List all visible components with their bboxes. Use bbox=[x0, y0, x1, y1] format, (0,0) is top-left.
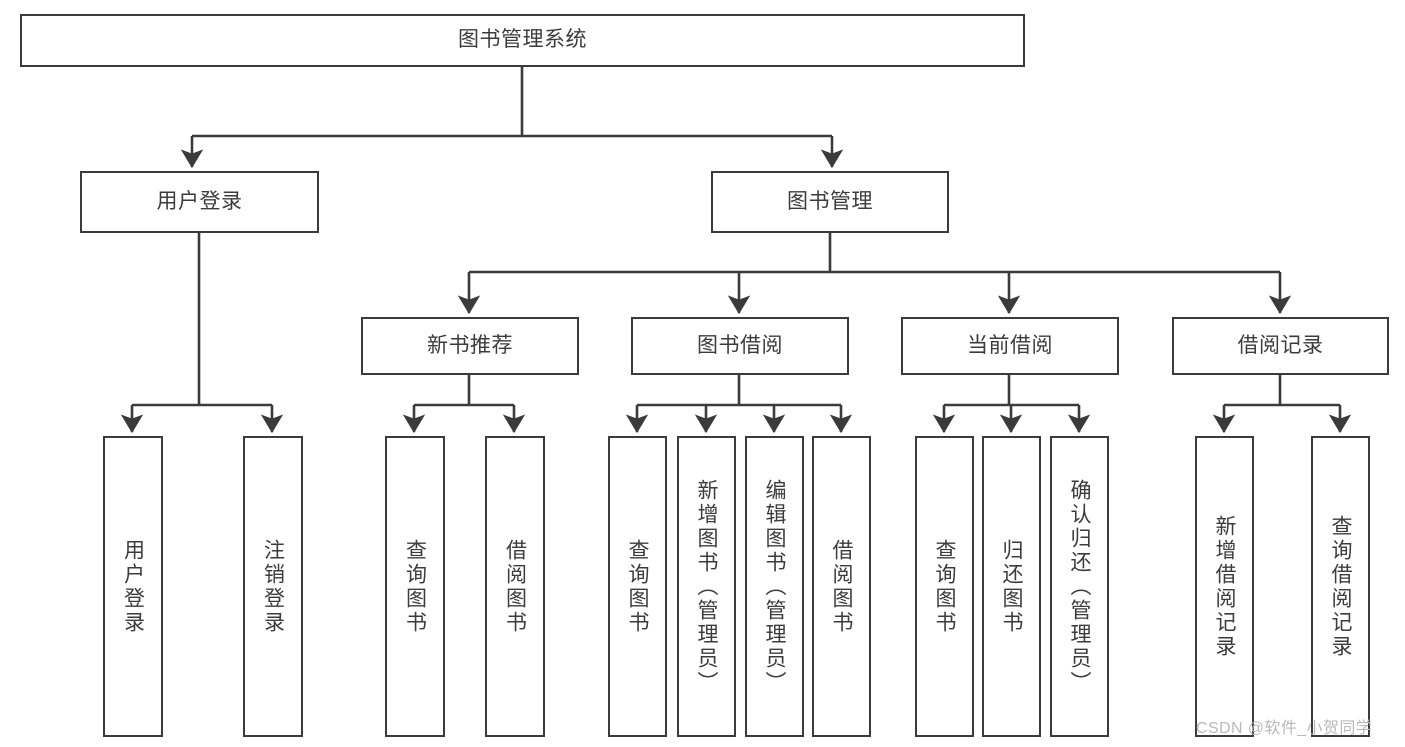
node-leaf-confirm-return-admin-label: 确认归还（管理员） bbox=[1068, 478, 1091, 695]
node-root-label: 图书管理系统 bbox=[458, 28, 587, 52]
node-leaf-query-borrow-record[interactable]: 查询借阅记录 bbox=[1311, 436, 1370, 737]
node-book-management-label: 图书管理 bbox=[787, 189, 873, 213]
node-leaf-user-login[interactable]: 用户登录 bbox=[103, 436, 163, 737]
node-borrow-record-label: 借阅记录 bbox=[1237, 333, 1324, 357]
node-leaf-user-login-label: 用户登录 bbox=[121, 538, 145, 635]
node-borrow-record[interactable]: 借阅记录 bbox=[1172, 317, 1389, 375]
node-user-login-label: 用户登录 bbox=[156, 189, 243, 213]
node-leaf-query-book-current-label: 查询图书 bbox=[933, 538, 956, 635]
node-current-borrow-label: 当前借阅 bbox=[967, 333, 1053, 357]
node-leaf-query-book-current[interactable]: 查询图书 bbox=[915, 436, 974, 737]
node-leaf-return-book[interactable]: 归还图书 bbox=[982, 436, 1041, 737]
node-root[interactable]: 图书管理系统 bbox=[20, 14, 1025, 67]
node-current-borrow[interactable]: 当前借阅 bbox=[901, 317, 1119, 375]
node-book-borrow-label: 图书借阅 bbox=[697, 333, 783, 357]
node-leaf-borrow-book-recommend-label: 借阅图书 bbox=[503, 538, 527, 635]
node-leaf-add-borrow-record-label: 新增借阅记录 bbox=[1213, 514, 1236, 659]
node-leaf-query-book-borrow[interactable]: 查询图书 bbox=[608, 436, 667, 737]
node-new-book-recommend-label: 新书推荐 bbox=[427, 333, 513, 357]
node-leaf-borrow-book-label: 借阅图书 bbox=[830, 538, 853, 635]
node-leaf-query-borrow-record-label: 查询借阅记录 bbox=[1329, 514, 1352, 659]
node-leaf-edit-book-admin[interactable]: 编辑图书（管理员） bbox=[745, 436, 804, 737]
node-leaf-edit-book-admin-label: 编辑图书（管理员） bbox=[763, 478, 786, 695]
node-book-management[interactable]: 图书管理 bbox=[711, 171, 949, 233]
node-leaf-add-book-admin[interactable]: 新增图书（管理员） bbox=[677, 436, 736, 737]
node-leaf-add-book-admin-label: 新增图书（管理员） bbox=[695, 478, 718, 695]
node-user-login[interactable]: 用户登录 bbox=[80, 171, 319, 233]
node-leaf-return-book-label: 归还图书 bbox=[1000, 538, 1023, 635]
node-leaf-logout-label: 注销登录 bbox=[261, 538, 285, 635]
node-new-book-recommend[interactable]: 新书推荐 bbox=[361, 317, 579, 375]
node-leaf-logout[interactable]: 注销登录 bbox=[243, 436, 303, 737]
node-leaf-borrow-book[interactable]: 借阅图书 bbox=[812, 436, 871, 737]
node-leaf-query-book-recommend[interactable]: 查询图书 bbox=[385, 436, 445, 737]
node-book-borrow[interactable]: 图书借阅 bbox=[631, 317, 849, 375]
node-leaf-query-book-borrow-label: 查询图书 bbox=[626, 538, 649, 635]
node-leaf-borrow-book-recommend[interactable]: 借阅图书 bbox=[485, 436, 545, 737]
node-leaf-confirm-return-admin[interactable]: 确认归还（管理员） bbox=[1050, 436, 1109, 737]
node-leaf-query-book-recommend-label: 查询图书 bbox=[403, 538, 427, 635]
node-leaf-add-borrow-record[interactable]: 新增借阅记录 bbox=[1195, 436, 1254, 737]
